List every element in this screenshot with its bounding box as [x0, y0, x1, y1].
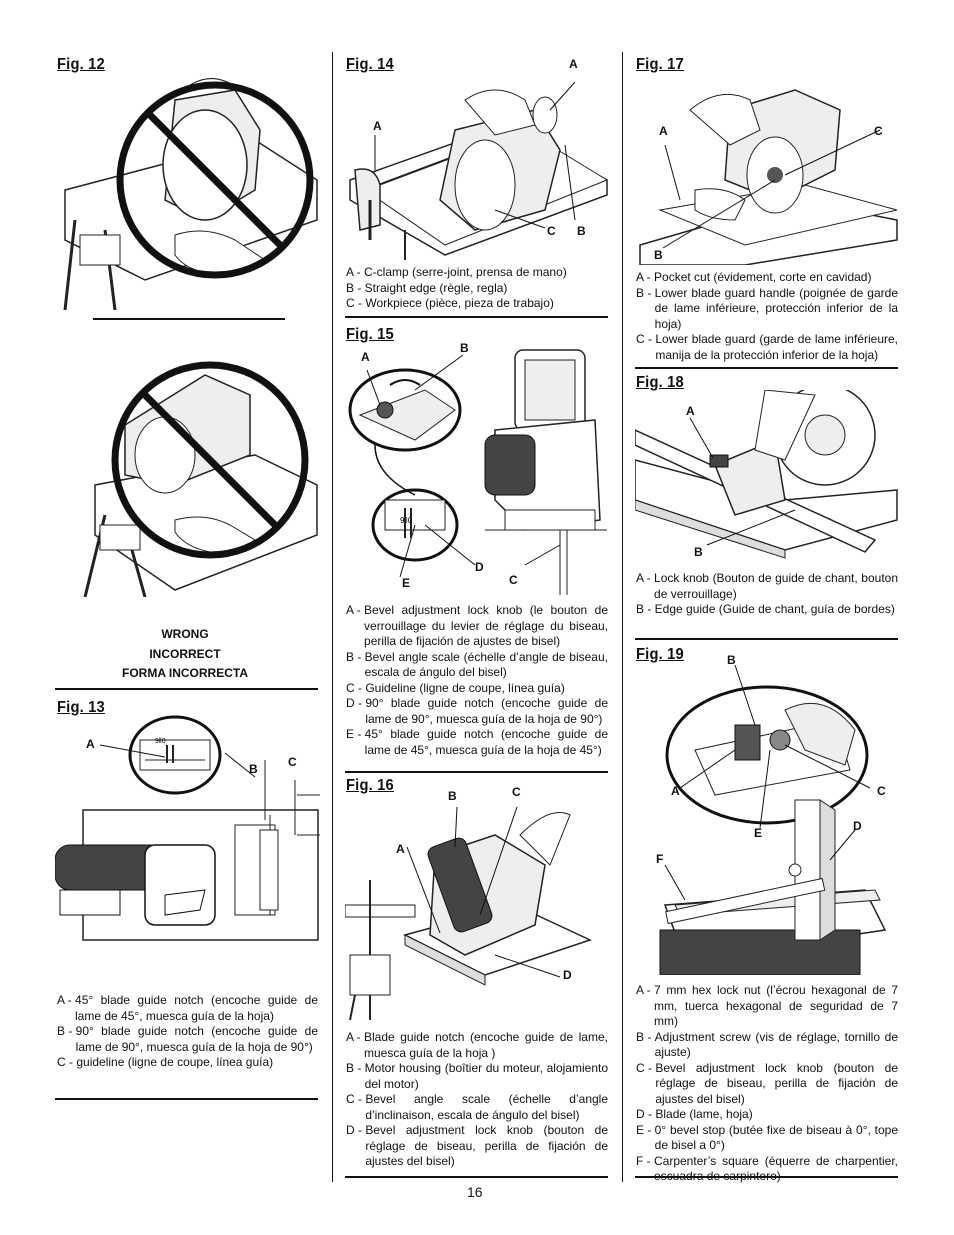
fig19-illustration	[659, 664, 887, 975]
fig16-legend-a: A - Blade guide notch (encoche guide de …	[346, 1030, 608, 1060]
fig13-legend-c: C - guideline (ligne de coupe, línea guí…	[57, 1055, 274, 1069]
fig12-wrong-label: WRONG	[161, 627, 209, 641]
fig14-label-c: C	[547, 224, 556, 238]
fig18-label-a: A	[686, 404, 695, 418]
fig17-label-a: A	[659, 124, 668, 138]
fig15-label-b: B	[460, 341, 469, 355]
fig17-title: Fig. 17	[636, 56, 684, 73]
fig16-legend-b: B - Motor housing (boîtier du moteur, al…	[346, 1061, 608, 1091]
fig12-incorrecta-label: FORMA INCORRECTA	[122, 666, 248, 680]
fig14-label-a-left: A	[373, 119, 382, 133]
fig12-incorrect-label: INCORRECT	[149, 647, 221, 661]
fig18-label-b: B	[694, 545, 703, 559]
fig19-legend-a: A - 7 mm hex lock nut (l’écrou hexagonal…	[636, 983, 898, 1028]
fig13-legend-b: B - 90° blade guide notch (encoche guide…	[57, 1024, 318, 1054]
page-number: 16	[467, 1184, 483, 1200]
fig15-label-a: A	[361, 350, 370, 364]
fig19-label-b: B	[727, 653, 736, 667]
fig12-bottom-rule	[55, 688, 318, 690]
fig15-bottom-rule	[345, 771, 608, 773]
fig19-label-f: F	[656, 852, 664, 866]
fig13-label-b: B	[249, 762, 258, 776]
fig16-label-b: B	[448, 789, 457, 803]
column-divider-left	[332, 52, 333, 1182]
fig19-title: Fig. 19	[636, 646, 684, 663]
fig17-legend-c: C - Lower blade guard (garde de lame inf…	[636, 332, 898, 362]
fig16-label-d: D	[563, 968, 572, 982]
fig19-label-a: A	[671, 784, 680, 798]
fig19-label-e: E	[754, 826, 763, 840]
fig19-legend-e: E - 0° bevel stop (butée fixe de biseau …	[636, 1122, 898, 1153]
fig15-illustration: 9‖0	[348, 349, 607, 595]
fig13-illustration: 9‖0	[55, 715, 320, 941]
column-divider-right	[622, 52, 623, 1182]
fig14-legend-c: C - Workpiece (pièce, pieza de trabajo)	[346, 296, 554, 310]
svg-text:9‖0: 9‖0	[155, 738, 166, 745]
fig16-bottom-rule	[345, 1176, 608, 1178]
fig17-legend-b: B - Lower blade guard handle (poignée de…	[636, 285, 898, 331]
fig14-bottom-rule	[345, 316, 608, 318]
fig16-legend: A - Blade guide notch (encoche guide de …	[346, 1030, 608, 1170]
fig12-separator	[93, 318, 285, 320]
fig15-legend-d: D - 90° blade guide notch (encoche guide…	[346, 696, 608, 726]
fig17-legend: A - Pocket cut (évidement, corte en cavi…	[636, 270, 898, 363]
fig18-legend-a: A - Lock knob (Bouton de guide de chant,…	[636, 571, 898, 601]
fig18-legend-b: B - Edge guide (Guide de chant, guía de …	[636, 602, 895, 616]
fig15-label-d: D	[475, 560, 484, 574]
fig14-illustration	[349, 81, 609, 260]
fig19-legend-b: B - Adjustment screw (vis de réglage, to…	[636, 1029, 898, 1060]
svg-text:9‖0: 9‖0	[400, 516, 413, 525]
fig18-bottom-rule	[635, 638, 898, 640]
fig16-legend-c: C - Bevel angle scale (échelle d’angle d…	[346, 1092, 608, 1122]
fig14-title: Fig. 14	[346, 56, 394, 73]
fig16-title: Fig. 16	[346, 777, 394, 794]
fig18-legend: A - Lock knob (Bouton de guide de chant,…	[636, 571, 898, 618]
fig15-legend-b: B - Bevel angle scale (échelle d’angle d…	[346, 649, 608, 680]
fig16-label-c: C	[512, 785, 521, 799]
fig13-label-a: A	[86, 737, 95, 751]
fig14-legend: A - C-clamp (serre-joint, prensa de mano…	[346, 265, 608, 312]
fig19-legend-c: C - Bevel adjustment lock knob (bouton d…	[636, 1060, 898, 1106]
fig17-label-b: B	[654, 248, 663, 262]
fig17-bottom-rule	[635, 367, 898, 369]
fig15-legend-e: E - 45° blade guide notch (encoche guide…	[346, 727, 608, 757]
fig17-label-c: C	[874, 124, 883, 138]
fig18-title: Fig. 18	[636, 374, 684, 391]
fig14-legend-b: B - Straight edge (règle, regla)	[346, 280, 508, 295]
fig19-legend-f: F - Carpenter’s square (équerre de charp…	[636, 1153, 898, 1184]
fig16-illustration	[345, 806, 593, 1020]
fig13-legend-a: A - 45° blade guide notch (encoche guide…	[57, 993, 318, 1023]
fig14-legend-a: A - C-clamp (serre-joint, prensa de mano…	[346, 265, 567, 279]
fig15-legend: A - Bevel adjustment lock knob (le bouto…	[346, 603, 608, 758]
fig12-title: Fig. 12	[57, 56, 105, 73]
fig13-label-c: C	[288, 755, 297, 769]
fig19-legend: A - 7 mm hex lock nut (l’écrou hexagonal…	[636, 983, 898, 1185]
fig17-illustration	[639, 89, 898, 265]
fig15-legend-a: A - Bevel adjustment lock knob (le bouto…	[346, 603, 608, 648]
fig16-label-a: A	[396, 842, 405, 856]
fig19-label-d: D	[853, 819, 862, 833]
fig14-label-b: B	[577, 224, 586, 238]
fig15-label-c: C	[509, 573, 518, 587]
fig16-legend-d: D - Bevel adjustment lock knob (bouton d…	[346, 1123, 608, 1168]
fig15-title: Fig. 15	[346, 326, 394, 343]
fig18-illustration	[635, 390, 898, 559]
fig12-wrong-illustration-top	[63, 78, 318, 311]
fig19-bottom-rule	[635, 1176, 898, 1178]
fig13-bottom-rule	[55, 1098, 318, 1100]
fig19-legend-d: D - Blade (lame, hoja)	[636, 1107, 753, 1121]
fig19-label-c: C	[877, 784, 886, 798]
fig15-legend-c: C - Guideline (ligne de coupe, línea guí…	[346, 680, 565, 695]
fig13-legend: A - 45° blade guide notch (encoche guide…	[57, 993, 318, 1071]
fig17-legend-a: A - Pocket cut (évidement, corte en cavi…	[636, 270, 872, 284]
fig15-label-e: E	[402, 576, 411, 590]
fig14-label-a-right: A	[569, 57, 578, 71]
fig13-title: Fig. 13	[57, 699, 105, 716]
fig12-wrong-illustration-bottom	[83, 361, 318, 597]
